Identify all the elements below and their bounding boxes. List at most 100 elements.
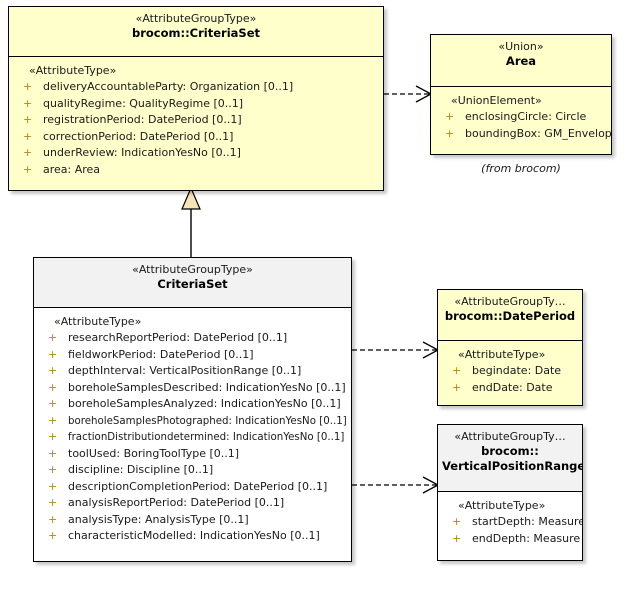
class-attributes-brocom-criteriaset: «AttributeType» +deliveryAccountablePart… <box>9 57 383 184</box>
class-header-dateperiod: «AttributeGroupTy… brocom::DatePeriod <box>438 290 582 341</box>
attribute-signature: boreholeSamplesDescribed: IndicationYesN… <box>68 380 346 394</box>
class-criteriaset[interactable]: «AttributeGroupType» CriteriaSet «Attrib… <box>33 257 352 562</box>
class-stereotype: «AttributeGroupTy… <box>454 295 566 308</box>
attribute-row: +discipline: Discipline [0..1] <box>34 462 347 479</box>
attribute-signature: underReview: IndicationYesNo [0..1] <box>43 146 241 159</box>
attribute-row: +underReview: IndicationYesNo [0..1] <box>9 145 379 162</box>
attribute-signature: begindate: Date <box>472 364 562 377</box>
visibility-marker: + <box>23 113 33 126</box>
visibility-marker: + <box>445 126 455 140</box>
attribute-signature: toolUsed: BoringToolType [0..1] <box>68 446 240 460</box>
class-stereotype: «AttributeGroupType» <box>135 12 257 25</box>
visibility-marker: + <box>48 347 58 361</box>
attribute-row: +boundingBox: GM_Envelope <box>431 126 611 143</box>
attribute-signature: endDepth: Measure <box>472 531 581 545</box>
attribute-row: + fractionDistributiondetermined: Indicat… <box>34 429 347 446</box>
attribute-row: + fieldworkPeriod: DatePeriod [0..1] <box>34 347 347 364</box>
visibility-marker: + <box>452 364 462 377</box>
class-stereotype: «AttributeGroupType» <box>132 263 253 276</box>
dependency-criteriaset-to-dateperiod <box>352 341 440 359</box>
attribute-row: + toolUsed: BoringToolType [0..1] <box>34 446 347 463</box>
attribute-signature: registrationPeriod: DatePeriod [0..1] <box>43 113 242 126</box>
attribute-row: + endDepth: Measure <box>438 531 581 548</box>
attribute-signature: qualityRegime: QualityRegime [0..1] <box>43 96 244 110</box>
class-stereotype: «Union» <box>498 40 544 53</box>
attribute-signature: fractionDistributiondetermined: Indicati… <box>68 430 345 443</box>
visibility-marker: + <box>23 96 33 110</box>
class-attributes-verticalpositionrange: «AttributeType» +startDepth: Measure +en… <box>438 492 582 553</box>
attribute-row: + researchReportPeriod: DatePeriod [0..1] <box>34 330 347 347</box>
visibility-marker: + <box>23 162 33 176</box>
attribute-row: + analysisType: AnalysisType [0..1] <box>34 512 347 529</box>
attribute-signature: descriptionCompletionPeriod: DatePeriod … <box>68 479 328 493</box>
attribute-row: +descriptionCompletionPeriod: DatePeriod… <box>34 479 347 496</box>
area-from-package-label: (from brocom) <box>481 162 561 175</box>
visibility-marker: + <box>48 529 58 542</box>
attribute-signature: fieldworkPeriod: DatePeriod [0..1] <box>68 347 254 361</box>
visibility-marker: + <box>48 463 58 476</box>
visibility-marker: + <box>452 531 462 545</box>
class-name: CriteriaSet <box>157 277 228 291</box>
attribute-row: + characteristicModelled: IndicationYesNo… <box>34 528 347 545</box>
class-attributes-dateperiod: «AttributeType» + begindate: Date + endDat… <box>438 341 582 402</box>
class-brocom-criteriaset[interactable]: «AttributeGroupType» brocom::CriteriaSet… <box>8 6 384 191</box>
visibility-marker: + <box>445 110 455 123</box>
attribute-signature: boreholeSamplesAnalyzed: IndicationYesNo… <box>68 397 341 410</box>
visibility-marker: + <box>48 446 58 460</box>
attribute-compartment-stereotype: «AttributeType» <box>458 348 546 361</box>
attribute-row: + qualityRegime: QualityRegime [0..1] <box>9 96 379 113</box>
class-attributes-area: «UnionElement» +enclosingCircle: Circle … <box>431 87 611 148</box>
attribute-signature: researchReportPeriod: DatePeriod [0..1] <box>68 331 288 344</box>
attribute-compartment-stereotype: «AttributeType» <box>54 315 142 328</box>
class-verticalpositionrange[interactable]: «AttributeGroupTy… brocom:: VerticalPosi… <box>437 424 583 561</box>
class-name: brocom::CriteriaSet <box>131 26 260 40</box>
attribute-compartment-stereotype: «UnionElement» <box>451 94 542 107</box>
class-header-verticalpositionrange: «AttributeGroupTy… brocom:: VerticalPosi… <box>438 425 582 492</box>
attribute-signature: startDepth: Measure <box>472 515 583 528</box>
dependency-criteriaset-to-verticalpositionrange <box>352 476 440 494</box>
attribute-signature: analysisReportPeriod: DatePeriod [0..1] <box>68 496 285 509</box>
attribute-row: + enclosingCircle: Circle <box>431 109 607 126</box>
attribute-row: + boreholeSamplesDescribed: IndicationYes… <box>34 380 347 397</box>
class-area[interactable]: «Union» Area «UnionElement» + enclosingCi… <box>430 34 612 155</box>
class-header-area: «Union» Area <box>431 35 611 87</box>
class-dateperiod[interactable]: «AttributeGroupTy… brocom::DatePeriod «A… <box>437 289 583 406</box>
attribute-row: +startDepth: Measure <box>438 514 582 531</box>
attribute-signature: analysisType: AnalysisType [0..1] <box>68 512 249 526</box>
class-name: Area <box>505 54 537 68</box>
attribute-signature: correctionPeriod: DatePeriod [0..1] <box>43 129 234 143</box>
visibility-marker: + <box>48 430 58 443</box>
attribute-row: + area: Area <box>9 162 379 179</box>
attribute-signature: endDate: Date <box>472 380 553 394</box>
attribute-signature: enclosingCircle: Circle <box>465 110 587 123</box>
attribute-row: + registrationPeriod: DatePeriod [0..1] <box>9 112 379 129</box>
attribute-signature: area: Area <box>43 162 101 176</box>
attribute-row: +analysisReportPeriod: DatePeriod [0..1] <box>34 495 347 512</box>
attribute-signature: boreholeSamplesPhotographed: IndicationY… <box>68 413 347 427</box>
visibility-marker: + <box>23 129 33 143</box>
class-stereotype: «AttributeGroupTy… <box>454 430 566 443</box>
visibility-marker: + <box>48 331 58 344</box>
attribute-compartment-stereotype: «AttributeType» <box>29 64 117 77</box>
visibility-marker: + <box>452 380 462 394</box>
attribute-row: + depthInterval: VerticalPositionRange [0… <box>34 363 347 380</box>
class-name-line-2: VerticalPositionRange <box>442 459 583 473</box>
generalization-criteriaset-to-brocom-criteriaset <box>181 186 201 257</box>
class-header-criteriaset: «AttributeGroupType» CriteriaSet <box>34 258 351 308</box>
attribute-row: + boreholeSamplesAnalyzed: IndicationYesN… <box>34 396 347 413</box>
attribute-signature: characteristicModelled: IndicationYesNo … <box>68 529 320 542</box>
class-header-brocom-criteriaset: «AttributeGroupType» brocom::CriteriaSet <box>9 7 383 57</box>
attribute-row: + boreholeSamplesPhotographed: Indication… <box>34 413 347 430</box>
visibility-marker: + <box>48 380 58 394</box>
attribute-row: +deliveryAccountableParty: Organization … <box>9 79 379 96</box>
attribute-row: + correctionPeriod: DatePeriod [0..1] <box>9 129 379 146</box>
dependency-brocom-criteriaset-to-area <box>384 85 433 103</box>
attribute-signature: depthInterval: VerticalPositionRange [0.… <box>68 364 302 377</box>
class-name: brocom::DatePeriod <box>444 309 576 323</box>
visibility-marker: + <box>48 364 58 377</box>
visibility-marker: + <box>48 413 58 427</box>
visibility-marker: + <box>48 397 58 410</box>
visibility-marker: + <box>48 512 58 526</box>
class-attributes-criteriaset: «AttributeType» + researchReportPeriod: D… <box>34 308 351 551</box>
